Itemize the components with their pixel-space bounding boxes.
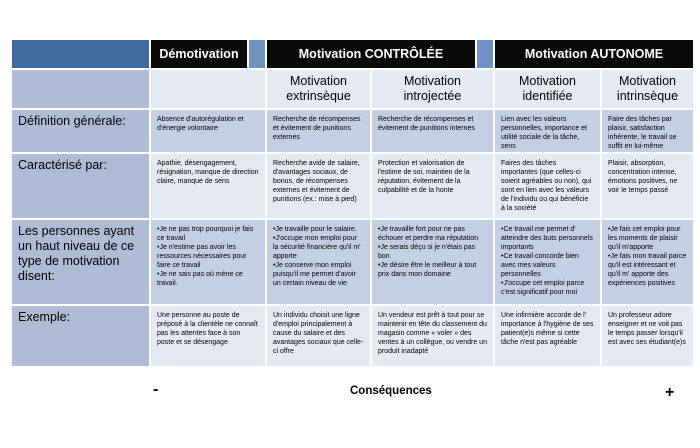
motivation-table: Démotivation Motivation CONTRÔLÉE Motiva… [12,40,693,366]
corner-header [12,40,149,68]
cell-text: Une personne au poste de préposé à la cl… [157,312,258,346]
cell-text: Lien avec les valeurs personnelles, impo… [501,116,587,150]
footer-title: Conséquences [350,385,432,397]
header-demotivation: Démotivation [151,40,247,68]
subheader-introjected: Motivation introjectée [372,70,493,108]
cell-text: •J'occupe cet emploi parce c'est signifi… [501,280,585,296]
cell-text: Une infirmière accorde de l' importance … [501,312,594,346]
cell-demotivation: •Je ne pas trop pourquoi je fais ce trav… [151,220,265,304]
cell-introjected: Un vendeur est prêt à tout pour se maint… [372,306,493,366]
cell-text: Absence d'autorégulation et d'énergie vo… [157,116,244,132]
cell-text: •J'occupe mon emploi pour la sécurité fi… [273,235,361,260]
plus-sign: + [665,384,675,401]
cell-extrinsic: Recherche avide de salaire, d'avantages … [267,154,370,218]
cell-demotivation: Absence d'autorégulation et d'énergie vo… [151,110,265,152]
cell-identified: Une infirmière accorde de l' importance … [495,306,600,366]
header-separator [249,40,265,68]
cell-text: Apathie, désengagement, résignation, man… [157,160,259,185]
cell-text: Faires des tâches importantes (que celle… [501,160,592,212]
subheader-identified: Motivation identifiée [495,70,600,108]
cell-extrinsic: •Je travaille pour le salaire. •J'occupe… [267,220,370,304]
cell-text: •Je ne pas trop pourquoi je fais ce trav… [157,226,254,242]
cell-text: •Je conserve mon emploi puisqu'il me per… [273,262,356,287]
header-controlled: Motivation CONTRÔLÉE [267,40,475,68]
cell-text: •Je fais cet emploi pour les moments de … [608,226,681,251]
cell-text: Un vendeur est prêt à tout pour se maint… [378,312,487,355]
cell-text: •Je serais déçu si je n'étais pas bon [378,244,476,260]
cell-identified: Lien avec les valeurs personnelles, impo… [495,110,600,152]
cell-extrinsic: Un individu choisit une ligne d'emploi p… [267,306,370,366]
cell-introjected: Recherche de récompenses et évitement de… [372,110,493,152]
cell-text: Recherche de récompenses et évitement de… [273,116,361,141]
cell-intrinsic: •Je fais cet emploi pour les moments de … [602,220,693,304]
cell-text: Un professeur adore enseigner et ne voit… [608,312,686,346]
cell-text: •Ce travail me permet d' atteindre des b… [501,226,593,251]
subheader-blank [12,70,149,108]
cell-extrinsic: Recherche de récompenses et évitement de… [267,110,370,152]
cell-text: Protection et valorisation de l'estime d… [378,160,470,194]
header-separator [477,40,493,68]
cell-text: •Ce travail concorde bien avec mes valeu… [501,253,579,278]
cell-text: •Je travaille fort pour ne pas échouer e… [378,226,479,242]
cell-text: •Je n'estime pas avoir les ressources né… [157,244,247,269]
cell-text: •Je désire être le meilleur à tout prix … [378,262,477,278]
cell-identified: •Ce travail me permet d' atteindre des b… [495,220,600,304]
cell-text: Recherche de récompenses et évitement de… [378,116,475,132]
row-label: Caractérisé par: [12,154,149,218]
cell-demotivation: Une personne au poste de préposé à la cl… [151,306,265,366]
cell-demotivation: Apathie, désengagement, résignation, man… [151,154,265,218]
subheader-intrinsic: Motivation intrinsèque [602,70,693,108]
cell-introjected: Protection et valorisation de l'estime d… [372,154,493,218]
cell-text: •Je travaille pour le salaire. [273,226,357,233]
cell-identified: Faires des tâches importantes (que celle… [495,154,600,218]
cell-intrinsic: Faire des tâches par plaisir, satisfacti… [602,110,693,152]
minus-sign: - [153,381,159,398]
subheader-extrinsic: Motivation extrinsèque [267,70,370,108]
cell-text: •Je ne sais pas où mène ce travail. [157,271,243,287]
row-label: Définition générale: [12,110,149,152]
cell-text: Un individu choisit une ligne d'emploi p… [273,312,364,355]
row-label: Les personnes ayant un haut niveau de ce… [12,220,149,304]
cell-text: •Je fais mon travail parce qu'il est int… [608,253,687,287]
cell-text: Plaisir, absorption, concentration inten… [608,160,678,194]
cell-intrinsic: Plaisir, absorption, concentration inten… [602,154,693,218]
cell-introjected: •Je travaille fort pour ne pas échouer e… [372,220,493,304]
cell-text: Recherche avide de salaire, d'avantages … [273,160,360,203]
row-label: Exemple: [12,306,149,366]
cell-intrinsic: Un professeur adore enseigner et ne voit… [602,306,693,366]
cell-text: Faire des tâches par plaisir, satisfacti… [608,116,677,150]
header-autonomous: Motivation AUTONOME [495,40,693,68]
subheader-blank [151,70,265,108]
